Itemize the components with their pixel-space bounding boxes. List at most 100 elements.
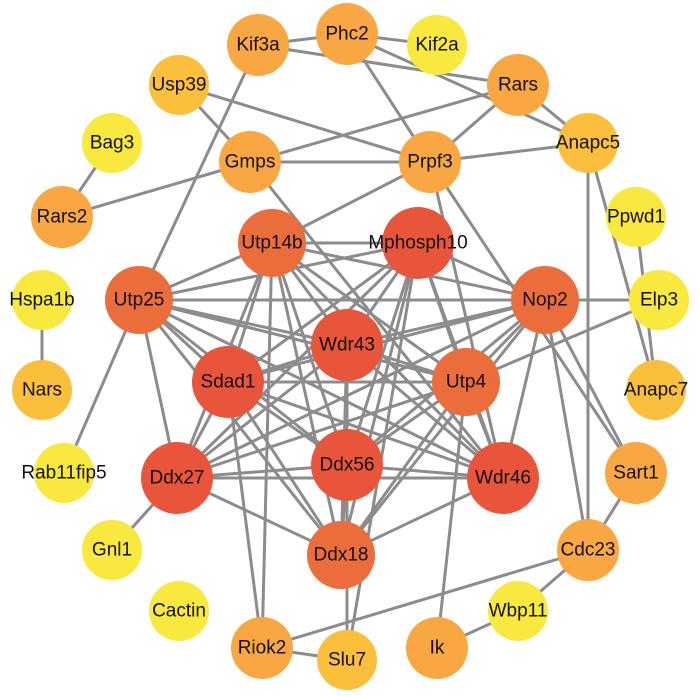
node-label-anapc7: Anapc7 [624,380,688,401]
node-ppwd1[interactable]: Ppwd1 [606,187,666,247]
node-label-nars: Nars [22,380,62,401]
node-label-usp39: Usp39 [152,75,207,96]
node-bag3[interactable]: Bag3 [82,113,142,173]
edge-riok2-sdad1 [226,380,264,650]
node-label-ddx18: Ddx18 [314,545,369,566]
node-mphosph10[interactable]: Mphosph10 [368,207,468,279]
node-circle-anapc7 [626,360,686,420]
node-slu7[interactable]: Slu7 [317,630,377,690]
node-circle-ik [406,617,468,679]
edge-ik-utp4 [435,380,468,650]
node-label-mphosph10: Mphosph10 [368,233,467,254]
node-gmps[interactable]: Gmps [219,131,281,193]
node-ddx56[interactable]: Ddx56 [311,429,383,501]
edge-usp39-prpf3 [177,83,432,164]
node-ddx18[interactable]: Ddx18 [307,521,375,589]
node-utp25[interactable]: Utp25 [105,266,173,334]
node-label-rars2: Rars2 [37,207,88,228]
node-phc2[interactable]: Phc2 [316,3,378,65]
node-label-anapc5: Anapc5 [556,133,620,154]
node-circle-ddx18 [307,521,375,589]
node-cdc23[interactable]: Cdc23 [557,519,619,581]
node-label-gmps: Gmps [225,152,276,173]
edge-riok2-utp14b [260,241,274,650]
node-label-riok2: Riok2 [238,638,287,659]
node-label-bag3: Bag3 [90,133,134,154]
node-label-ddx27: Ddx27 [150,468,205,489]
edge-ddx27-nop2 [175,298,547,480]
node-nop2[interactable]: Nop2 [511,266,579,334]
edge-ddx18-utp25 [137,298,343,557]
node-circle-kif2a [407,15,467,75]
node-rab11fip5[interactable]: Rab11fip5 [21,443,107,503]
node-label-rab11fip5: Rab11fip5 [21,463,106,484]
node-sart1[interactable]: Sart1 [605,442,667,504]
edge-utp14b-ddx56 [270,241,349,467]
node-gnl1[interactable]: Gnl1 [82,520,142,580]
node-label-phc2: Phc2 [325,24,368,45]
edge-utp4-utp25 [137,298,468,384]
node-nars[interactable]: Nars [12,360,72,420]
node-rars[interactable]: Rars [487,54,549,116]
node-elp3[interactable]: Elp3 [629,270,689,330]
node-riok2[interactable]: Riok2 [231,617,293,679]
node-anapc5[interactable]: Anapc5 [556,113,620,173]
node-circle-nop2 [511,266,579,334]
edge-utp14b-ddx18 [270,241,343,557]
node-circle-cactin [149,581,209,641]
node-label-utp4: Utp4 [446,372,487,393]
node-label-nop2: Nop2 [522,290,567,311]
node-circle-phc2 [316,3,378,65]
node-wbp11[interactable]: Wbp11 [488,581,548,641]
node-circle-hspa1b [12,270,72,330]
node-label-wdr43: Wdr43 [319,335,375,356]
edge-rars-gmps [248,83,520,164]
edge-cdc23-nop2 [543,298,590,552]
node-label-ddx56: Ddx56 [320,455,375,476]
node-label-sdad1: Sdad1 [201,372,256,393]
node-prpf3[interactable]: Prpf3 [399,131,461,193]
node-circle-sart1 [605,442,667,504]
node-circle-bag3 [82,113,142,173]
node-circle-anapc5 [558,113,618,173]
node-utp14b[interactable]: Utp14b [238,209,306,277]
node-circle-rars2 [31,186,93,248]
node-circle-cdc23 [557,519,619,581]
edge-mphosph10-ddx18 [339,241,420,557]
node-circle-ddx56 [311,429,383,501]
edge-cdc23-riok2 [260,548,590,650]
node-wdr46[interactable]: Wdr46 [467,442,539,514]
node-circle-wdr43 [311,309,383,381]
node-kif3a[interactable]: Kif3a [227,14,289,76]
node-circle-elp3 [629,270,689,330]
edge-kif3a-utp25 [137,43,260,302]
node-sdad1[interactable]: Sdad1 [192,346,264,418]
node-circle-utp25 [105,266,173,334]
node-utp4[interactable]: Utp4 [432,348,500,416]
node-kif2a[interactable]: Kif2a [407,15,467,75]
node-circle-ddx27 [141,442,213,514]
node-ik[interactable]: Ik [406,617,468,679]
node-circle-sdad1 [192,346,264,418]
node-wdr43[interactable]: Wdr43 [311,309,383,381]
node-label-ik: Ik [430,638,445,659]
node-label-gnl1: Gnl1 [92,540,132,561]
node-label-elp3: Elp3 [640,290,678,311]
node-circle-wdr46 [467,442,539,514]
node-ddx27[interactable]: Ddx27 [141,442,213,514]
node-circle-wbp11 [488,581,548,641]
edge-anapc5-anapc7 [586,141,658,392]
node-label-wbp11: Wbp11 [489,601,548,622]
node-circle-ppwd1 [606,187,666,247]
edge-rars-kif3a [256,43,520,87]
node-hspa1b[interactable]: Hspa1b [9,270,75,330]
node-label-wdr46: Wdr46 [475,468,531,489]
node-cactin[interactable]: Cactin [149,581,209,641]
node-circle-rab11fip5 [34,443,94,503]
node-usp39[interactable]: Usp39 [149,55,209,115]
edge-ddx18-nop2 [339,298,547,557]
node-anapc7[interactable]: Anapc7 [624,360,688,420]
node-rars2[interactable]: Rars2 [31,186,93,248]
